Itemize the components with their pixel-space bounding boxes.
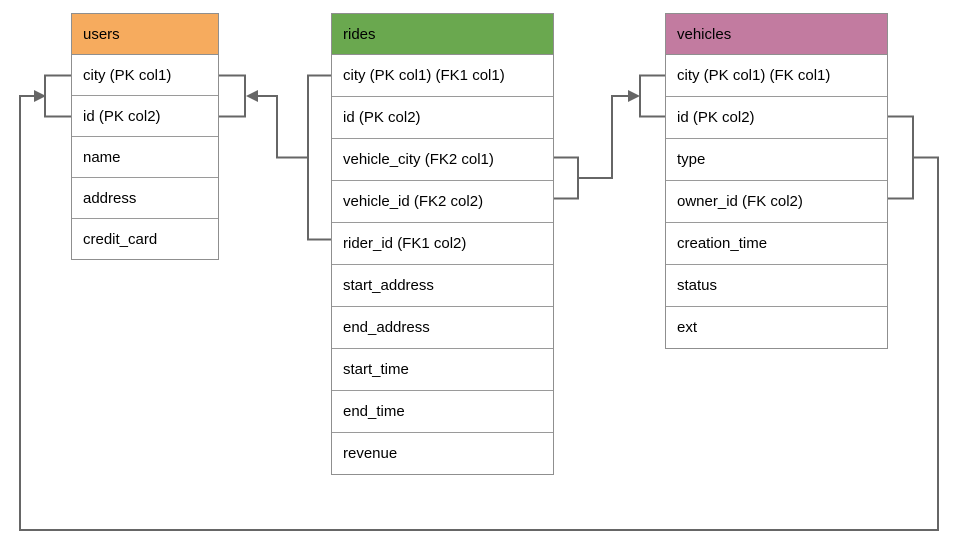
table-column-row: city (PK col1) (FK1 col1)	[332, 55, 553, 97]
connector-path	[257, 74, 331, 241]
table-column-row: city (PK col1)	[72, 55, 218, 96]
arrowhead-right-icon	[34, 90, 46, 102]
arrowhead-right-icon	[628, 90, 640, 102]
table-column-row: type	[666, 139, 887, 181]
users-left-bracket	[44, 74, 71, 118]
arrowhead-left-icon	[246, 90, 258, 102]
table-column-row: creation_time	[666, 223, 887, 265]
table-column-row: start_address	[332, 265, 553, 307]
table-column-row: status	[666, 265, 887, 307]
table-column-row: ext	[677, 319, 698, 336]
connector-rides-fk1-to-users	[218, 74, 331, 241]
table-column-row: end_time	[332, 391, 553, 433]
table-column-row: vehicle_city (FK2 col1)	[332, 139, 553, 181]
table-column-row: revenue	[343, 445, 398, 462]
users-right-bracket	[218, 74, 246, 118]
table-vehicles: vehicles city (PK col1) (FK col1)id (PK …	[665, 13, 888, 349]
table-rides-rows: city (PK col1) (FK1 col1)id (PK col2)veh…	[332, 55, 553, 474]
connector-path	[578, 95, 629, 179]
table-column-row: credit_card	[83, 230, 158, 248]
table-column-row: id (PK col2)	[332, 97, 553, 139]
table-rides: rides city (PK col1) (FK1 col1)id (PK co…	[331, 13, 554, 475]
table-vehicles-rows: city (PK col1) (FK col1)id (PK col2)type…	[666, 55, 887, 348]
table-column-row: city (PK col1) (FK col1)	[666, 55, 887, 97]
table-column-row: id (PK col2)	[666, 97, 887, 139]
connector-vehicles-fk-to-users	[19, 74, 939, 531]
connector-rides-fk2-to-vehicles	[553, 74, 665, 200]
table-column-row: owner_id (FK col2)	[666, 181, 887, 223]
table-column-row: end_address	[332, 307, 553, 349]
table-column-row: rider_id (FK1 col2)	[332, 223, 553, 265]
table-column-row: name	[72, 137, 218, 178]
vehicles-right-bracket	[887, 115, 914, 200]
table-vehicles-header: vehicles	[666, 14, 887, 55]
table-column-row: address	[72, 178, 218, 219]
table-column-row: start_time	[332, 349, 553, 391]
table-column-row: id (PK col2)	[72, 96, 218, 137]
connector-path	[19, 95, 939, 531]
vehicles-left-bracket	[639, 74, 665, 118]
table-column-row: vehicle_id (FK2 col2)	[332, 181, 553, 223]
rides-right-bracket	[553, 156, 579, 200]
table-users-header: users	[72, 14, 218, 55]
table-rides-header: rides	[332, 14, 553, 55]
